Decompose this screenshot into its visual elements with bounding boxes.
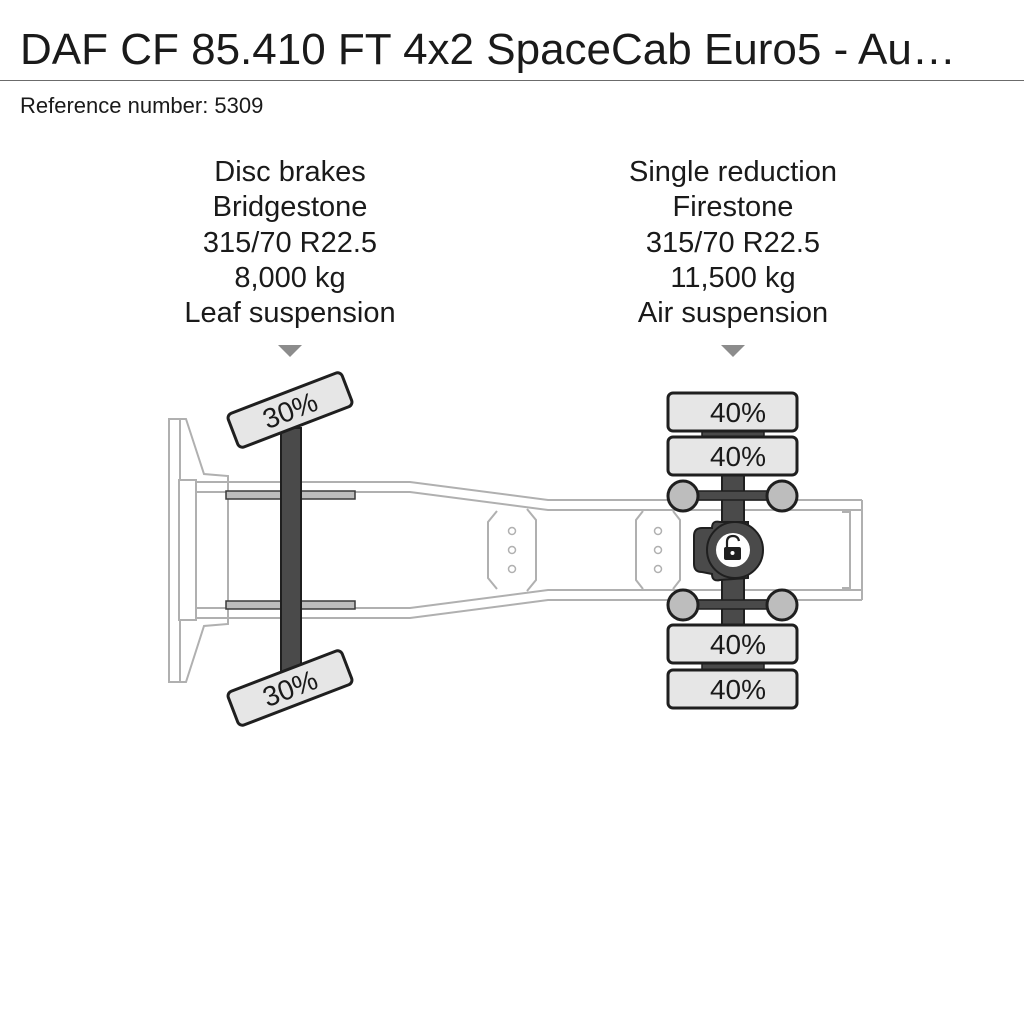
front-axle-load: 8,000 kg	[234, 261, 346, 294]
front-axle-specs: Disc brakes Bridgestone 315/70 R22.5 8,0…	[140, 155, 440, 331]
rear-tyre-left-outer-tread: 40%	[710, 397, 766, 428]
rear-axle-suspension: Air suspension	[637, 297, 829, 330]
rear-tyre-right-outer-tread: 40%	[710, 674, 766, 705]
rear-axle-reduction: Single reduction	[629, 156, 837, 188]
front-axle-tyre-brand: Bridgestone	[212, 191, 368, 224]
rear-axle-tyre-size: 315/70 R22.5	[645, 226, 821, 259]
rear-tyre-left-inner: 40%	[666, 435, 799, 477]
rear-tyre-left-outer: 40%	[666, 391, 799, 433]
rear-tyre-right-outer: 40%	[666, 668, 799, 710]
rear-axle-load: 11,500 kg	[670, 261, 796, 294]
front-axle-suspension: Leaf suspension	[184, 297, 396, 330]
unlocked-padlock-icon	[716, 533, 750, 567]
front-axle-marker-icon	[278, 345, 302, 357]
rear-axle-specs: Single reduction Firestone 315/70 R22.5 …	[583, 155, 883, 331]
title-divider	[0, 80, 1024, 81]
rear-axle-marker-icon	[721, 345, 745, 357]
front-axle-beam	[280, 427, 302, 675]
rear-tyre-left-inner-tread: 40%	[710, 441, 766, 472]
front-axle-brakes: Disc brakes	[214, 156, 366, 188]
front-axle-tyre-size: 315/70 R22.5	[202, 226, 378, 259]
rear-air-bags	[666, 479, 799, 622]
front-bumper	[168, 418, 229, 683]
rear-tyre-right-inner-tread: 40%	[710, 629, 766, 660]
rear-tyre-right-inner: 40%	[666, 623, 799, 665]
reference-number: Reference number: 5309	[20, 93, 264, 118]
rear-axle-tyre-brand: Firestone	[672, 191, 794, 224]
crossmember-rivets	[507, 526, 663, 574]
